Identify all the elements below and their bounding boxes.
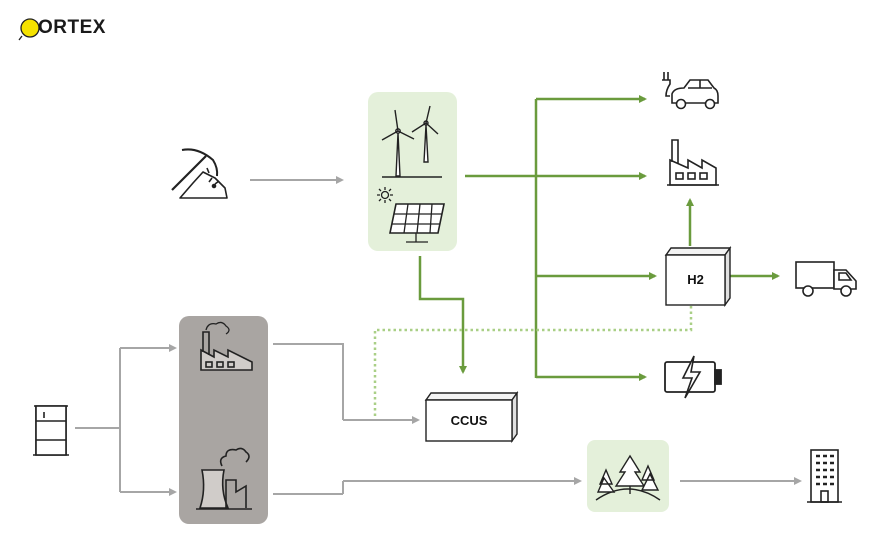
mining-pickaxe-icon	[171, 148, 228, 199]
forest-icon	[595, 454, 661, 501]
industrial-plant-icon	[200, 321, 253, 371]
office-building-icon	[807, 449, 842, 503]
h2-label: H2	[687, 272, 704, 287]
green-flow-lines	[418, 95, 780, 381]
factory-icon	[667, 139, 719, 186]
logo-text: ORTEX	[38, 17, 106, 38]
solar-panel-icon	[377, 187, 445, 243]
battery-charging-icon	[664, 355, 722, 399]
ccus-label: CCUS	[450, 413, 488, 428]
power-plant-cooling-tower-icon	[196, 447, 252, 510]
wind-turbine-icon	[381, 105, 442, 178]
logo-icon	[18, 18, 40, 41]
electric-car-icon	[662, 72, 719, 110]
gray-flow-lines	[75, 176, 802, 496]
ccus-box-icon	[424, 390, 519, 444]
co2-dotted-line	[373, 306, 693, 418]
hydrogen-box-icon	[664, 245, 732, 308]
oil-barrel-icon	[33, 405, 69, 456]
truck-icon	[795, 261, 857, 297]
